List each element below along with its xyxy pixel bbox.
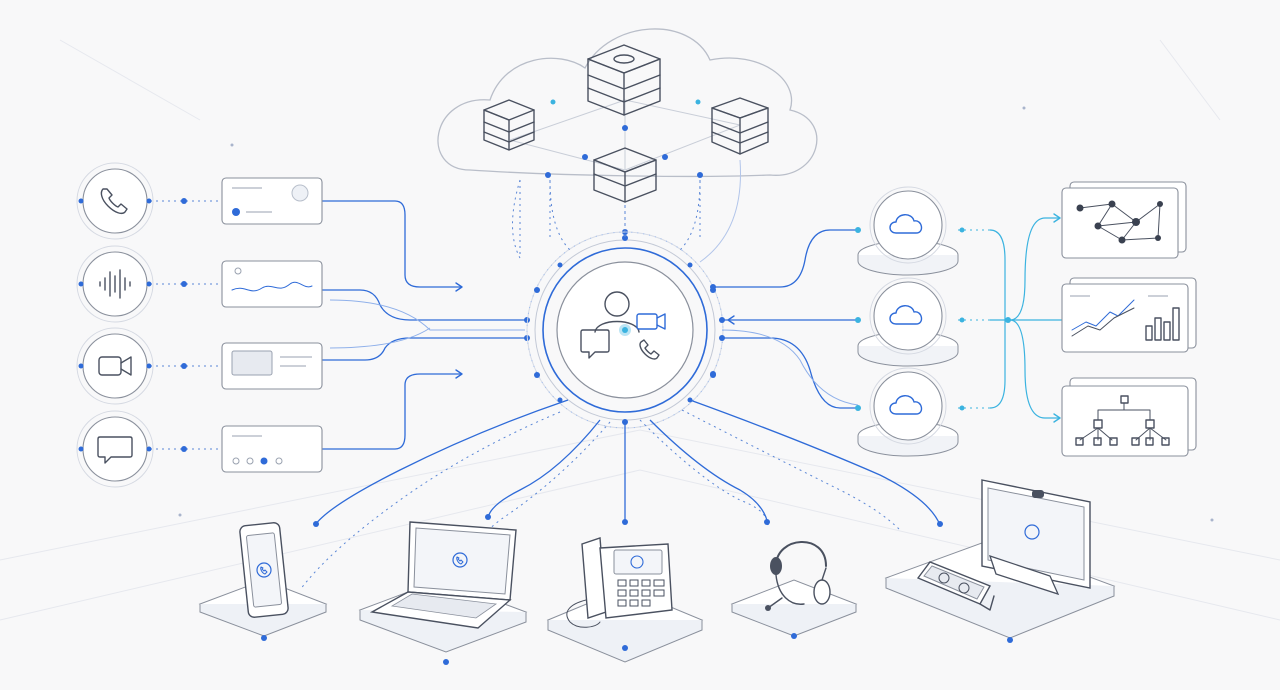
network-graph-icon — [1076, 200, 1163, 244]
laptop-icon — [369, 521, 517, 629]
endpoint-smartphone[interactable] — [198, 522, 328, 641]
channel-video[interactable] — [76, 327, 154, 405]
hub-service-connectors — [710, 227, 861, 411]
endpoint-laptop[interactable] — [358, 521, 528, 665]
channel-card-voice[interactable] — [221, 260, 323, 308]
endpoint-headset[interactable] — [730, 541, 858, 639]
video-camera-icon — [98, 356, 132, 376]
phone-icon — [100, 188, 128, 215]
cloud-icon — [889, 395, 923, 415]
server-stack-icon — [483, 99, 535, 151]
headset-icon — [765, 541, 831, 611]
unified-communications-hub-icon — [580, 291, 666, 360]
channel-voice[interactable] — [76, 245, 154, 323]
endpoint-conference-room[interactable] — [884, 479, 1116, 643]
conference-room-display-icon — [916, 479, 1091, 611]
chat-bubble-icon — [97, 436, 133, 464]
cloud-service-1[interactable] — [857, 186, 959, 276]
server-cloud — [437, 28, 818, 255]
endpoint-desk-phone[interactable] — [546, 537, 704, 663]
cloud-service-2[interactable] — [857, 277, 959, 367]
trend-chart-icon — [1070, 295, 1180, 341]
channel-card-video[interactable] — [221, 342, 323, 390]
cloud-icon — [889, 305, 923, 325]
cloud-icon — [889, 214, 923, 234]
channel-card-phone[interactable] — [221, 177, 323, 225]
decorative-dots — [178, 106, 1214, 522]
channel-phone[interactable] — [76, 162, 154, 240]
hierarchy-tree-icon — [1075, 395, 1170, 446]
endpoint-connectors — [299, 399, 943, 591]
server-stack-icon — [587, 44, 661, 116]
analytics-panel-hierarchy[interactable] — [1061, 377, 1197, 457]
channel-chat[interactable] — [76, 410, 154, 488]
service-analytics-connectors — [958, 213, 1079, 423]
cloud-service-3[interactable] — [857, 367, 959, 457]
analytics-panel-trends[interactable] — [1061, 277, 1197, 353]
channel-card-chat[interactable] — [221, 425, 323, 473]
voice-waveform-icon — [99, 269, 131, 299]
central-hub[interactable] — [526, 231, 724, 429]
analytics-panel-network[interactable] — [1061, 181, 1187, 259]
desk-phone-icon — [566, 537, 673, 628]
server-stack-icon — [593, 147, 657, 203]
server-stack-icon — [711, 97, 769, 155]
cloud-hub-connectors — [512, 159, 741, 263]
channel-connectors — [150, 198, 530, 452]
smartphone-icon — [239, 522, 289, 618]
